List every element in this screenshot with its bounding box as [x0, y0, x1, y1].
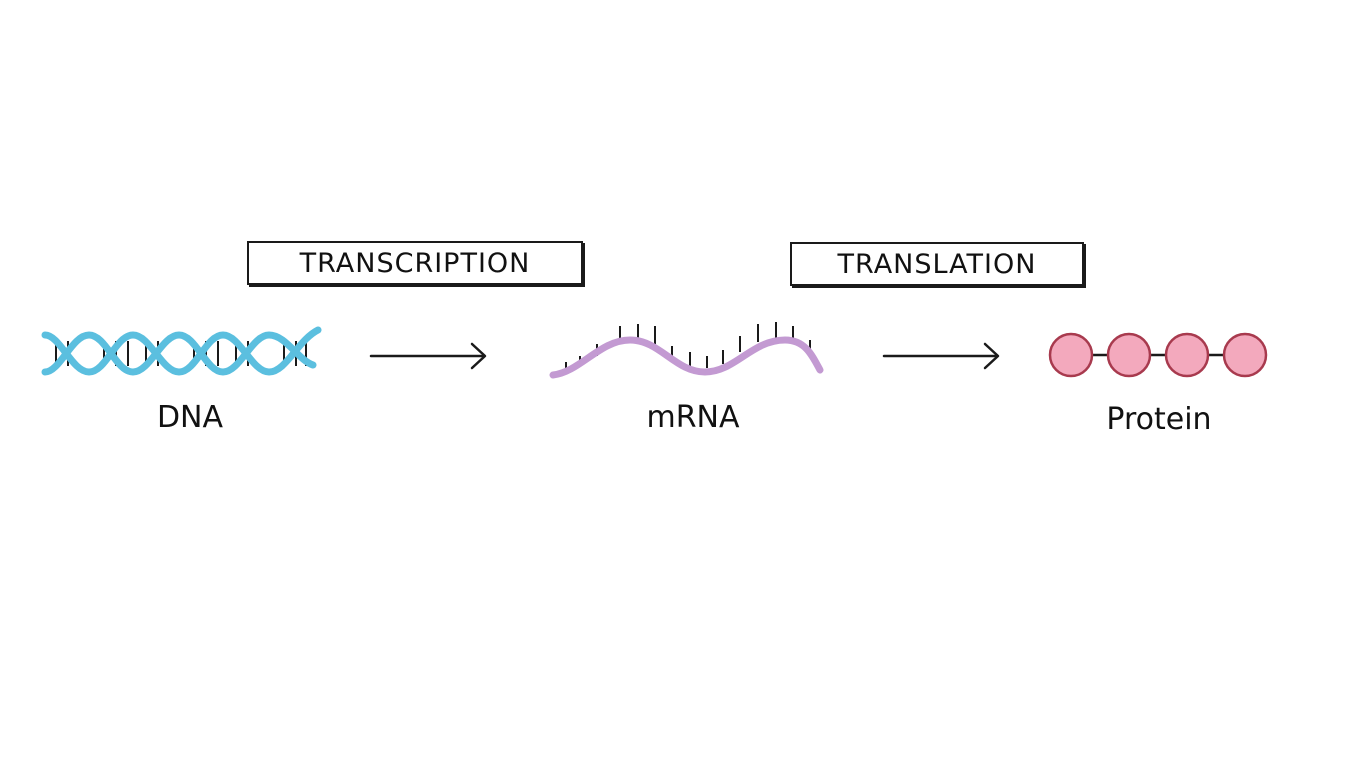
amino-acid-chain-icon: [1048, 332, 1268, 378]
translation-label: TRANSLATION: [837, 248, 1037, 280]
translation-label-box: TRANSLATION: [790, 242, 1084, 286]
amino-acid-residue: [1164, 332, 1210, 378]
dna-base-pairs: [55, 341, 307, 366]
protein-label: Protein: [1106, 402, 1212, 437]
dna-strand: [41, 331, 317, 376]
dna-label: DNA: [156, 400, 224, 435]
amino-acid-residue: [1106, 332, 1152, 378]
amino-acid-residue: [1048, 332, 1094, 378]
mrna-backbone: [549, 336, 824, 379]
transcription-label: TRANSCRIPTION: [299, 247, 531, 279]
mrna-label: mRNA: [646, 400, 740, 435]
right-arrow-icon: [369, 342, 487, 370]
dna-double-helix-icon: [41, 326, 322, 376]
dna-strand: [41, 326, 322, 376]
mrna-strand-icon: [549, 322, 824, 379]
amino-acid-residue: [1222, 332, 1268, 378]
right-arrow-icon: [882, 342, 1000, 370]
transcription-label-box: TRANSCRIPTION: [247, 241, 583, 285]
